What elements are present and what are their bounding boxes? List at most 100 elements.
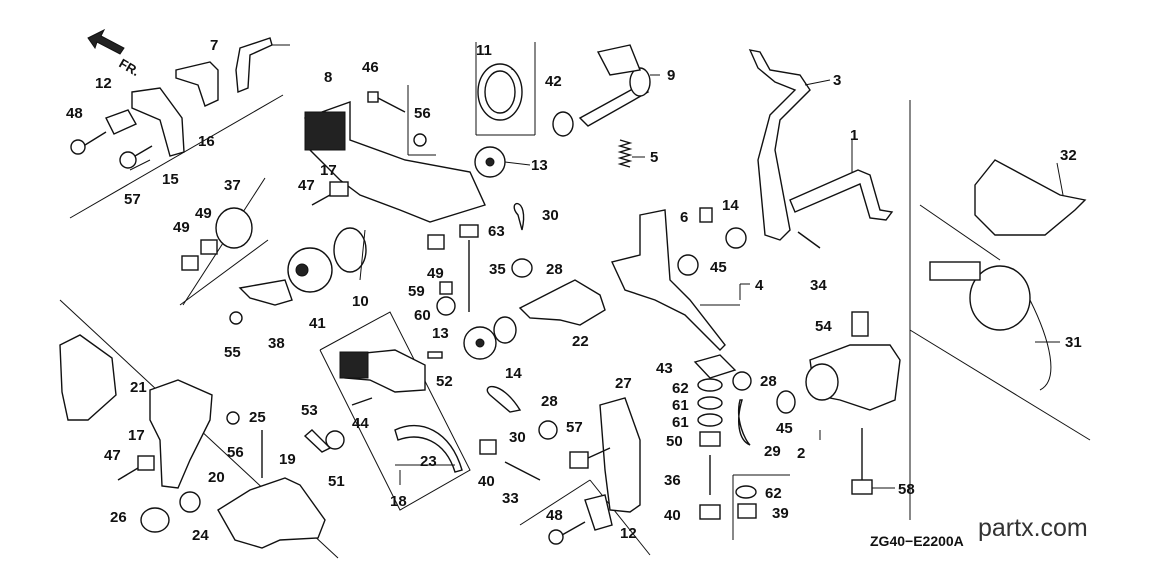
callout-45-upper: 45 [710,259,727,276]
part-3-rod [748,49,811,241]
part-32-cover [974,159,1087,236]
callout-13-upper: 13 [531,157,548,174]
callout-33: 33 [502,490,519,507]
callout-30-lower: 30 [509,429,526,446]
callout-49-c: 49 [427,265,444,282]
callout-40-a: 40 [478,473,495,490]
part-42-washer [552,111,574,137]
part-48-bolt-b [548,529,564,545]
callout-18: 18 [390,493,407,510]
callout-14-lower: 14 [505,365,522,382]
part-14-washer-b [493,316,517,344]
part-drawings [59,37,1087,549]
part-49-nut-b [200,239,218,255]
part-8-lever-plate [304,101,486,223]
callout-57-lower: 57 [566,419,583,436]
part-44-pad [339,351,369,379]
callout-44: 44 [352,415,369,432]
callout-59: 59 [408,283,425,300]
callout-30-upper: 30 [542,207,559,224]
part-40-nut-b [479,439,497,455]
callout-57-upper: 57 [124,191,141,208]
part-57-bolt-head [119,151,137,169]
front-direction-label: FR. [117,56,143,79]
callout-52: 52 [436,373,453,390]
callout-15: 15 [162,171,179,188]
part-12-clip [105,109,137,135]
callout-17-lower: 17 [128,427,145,444]
part-47-bolt-b [117,467,139,481]
callout-29: 29 [764,443,781,460]
callout-19: 19 [279,451,296,468]
callout-49-a: 49 [173,219,190,236]
part-9-shaft [578,84,650,127]
part-49-nut [181,255,199,271]
part-61-washer-b [697,413,723,427]
part-52-pin [427,351,443,359]
callout-40-b: 40 [664,507,681,524]
front-direction-arrow-icon [87,28,125,55]
part-45-collar [677,254,699,276]
part-5-spring [617,139,633,168]
callout-2: 2 [797,445,805,462]
callout-25: 25 [249,409,266,426]
part-48-bolt-head [70,139,86,155]
callout-32: 32 [1060,147,1077,164]
callout-50: 50 [666,433,683,450]
callout-23: 23 [420,453,437,470]
part-40-nut [699,504,721,520]
part-1-lever [789,169,894,221]
part-34-bolt [797,231,821,249]
part-22-bracket [518,279,606,326]
callout-56-upper: 56 [414,105,431,122]
callout-45-lower: 45 [776,420,793,437]
callout-51: 51 [328,473,345,490]
part-17-nut-b [137,455,155,471]
watermark: partx.com [978,514,1088,542]
part-30-clip-b [486,385,522,413]
callout-4: 4 [755,277,764,294]
callout-10: 10 [352,293,369,310]
part-4-lever-plate [611,209,726,351]
callout-41: 41 [309,315,326,332]
part-46-bolt-head [367,91,379,103]
callout-13-lower: 13 [432,325,449,342]
callout-62-a: 62 [672,380,689,397]
part-44-bolt [351,397,373,406]
part-53-pin [303,429,332,453]
callout-63: 63 [488,223,505,240]
part-62-washer [697,378,723,392]
part-20-bracket [149,379,213,489]
callout-61-a: 61 [672,397,689,414]
part-28-collar-c [732,371,752,391]
callout-43: 43 [656,360,673,377]
part-39-nut [737,503,757,519]
callout-12-lower: 12 [620,525,637,542]
callout-17-upper: 17 [320,162,337,179]
callout-61-b: 61 [672,414,689,431]
part-26-spring [140,507,170,533]
callout-labels: 1 2 3 4 5 6 7 8 9 10 11 12 12 13 13 14 1… [66,37,1082,544]
part-54-collar [851,311,869,337]
callout-11: 11 [476,42,492,59]
part-30-clip [513,203,525,231]
part-57-bolt-b [569,451,589,469]
callout-48-lower: 48 [546,507,563,524]
leader-lines [129,44,1064,489]
callout-34: 34 [810,277,827,294]
callout-46: 46 [362,59,379,76]
part-16-bracket [175,61,219,107]
part-47-bolt [311,194,331,206]
callout-47-lower: 47 [104,447,121,464]
part-61-washer [697,396,723,410]
callout-14-upper: 14 [722,197,739,214]
callout-26: 26 [110,509,127,526]
part-15-plate [131,87,185,157]
callout-12-upper: 12 [95,75,112,92]
part-33-bolt [504,461,541,481]
part-12-clip-b [584,494,613,531]
callout-42: 42 [545,73,562,90]
part-60-nut [436,296,456,316]
part-55-clip [229,311,243,325]
